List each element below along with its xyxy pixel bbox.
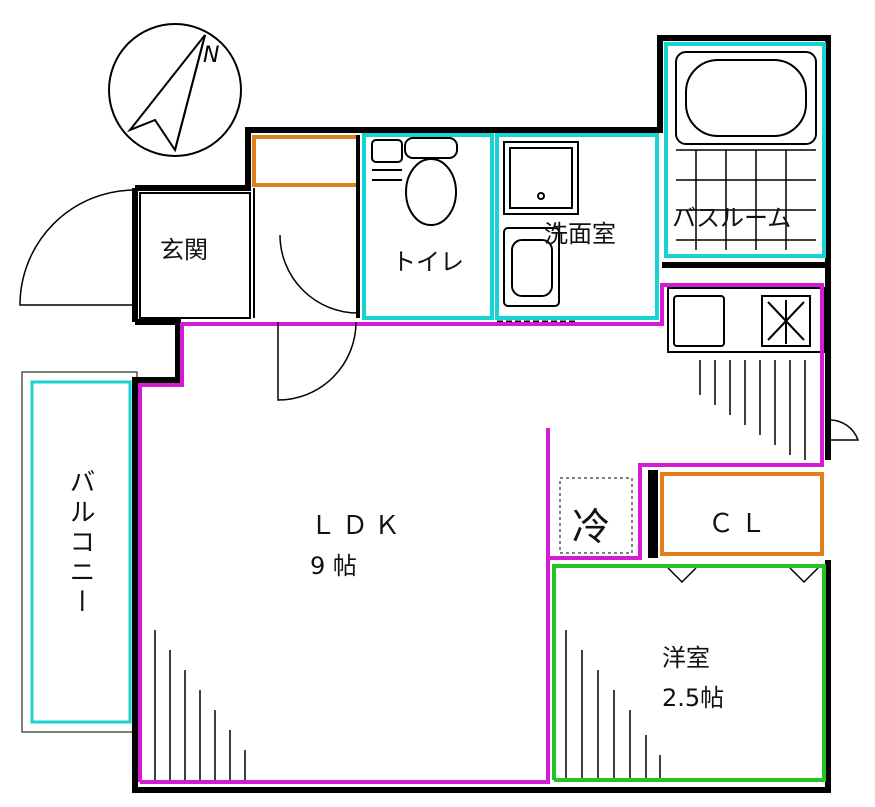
western-room-outline: [552, 564, 826, 782]
label-ldk-name: ＬＤＫ: [310, 511, 407, 541]
washroom: [495, 133, 659, 320]
compass-icon: N: [108, 23, 242, 157]
sink-icon: [503, 227, 560, 307]
exterior-walls: [132, 35, 831, 793]
label-toilet: トイレ: [392, 248, 464, 276]
label-washroom: 洗面室: [544, 220, 616, 248]
bathtub-icon: [675, 51, 817, 145]
ldk-door-swing: [277, 321, 357, 401]
kitchen-hatch: [699, 360, 806, 460]
closet-block: [648, 470, 658, 558]
label-closet: ＣＬ: [708, 509, 773, 539]
label-western-size: 2.5帖: [662, 684, 725, 712]
entrance-door-swing: [19, 189, 136, 306]
balcony-inner: [30, 380, 132, 724]
kitchen-counter: [667, 287, 825, 353]
bathroom: [664, 42, 826, 258]
toilet-icon: [371, 137, 458, 226]
genkan-floor: [139, 192, 251, 319]
label-bathroom: バスルーム: [672, 204, 792, 232]
washer-pan-icon: [503, 141, 579, 215]
ldk-hatch: [154, 630, 246, 780]
closet-door-icon: [667, 567, 819, 584]
fridge-space: [559, 477, 633, 554]
north-label: N: [203, 43, 219, 68]
closet: [660, 472, 824, 556]
ldk-outline: [138, 283, 824, 784]
label-genkan: 玄関: [160, 236, 208, 264]
label-ldk-size: 9 帖: [310, 552, 357, 580]
inner-door-swing: [279, 234, 359, 314]
label-western-name: 洋室: [662, 644, 710, 672]
toilet-room: [362, 133, 494, 320]
label-reizo: 冷: [572, 505, 611, 549]
western-hatch: [565, 630, 661, 778]
shoe-storage: [252, 135, 360, 187]
label-balcony: バルコニー: [65, 468, 95, 618]
bath-floor-grid: [676, 149, 816, 250]
side-door-swing: [827, 419, 860, 441]
bathroom-wall: [662, 262, 828, 268]
